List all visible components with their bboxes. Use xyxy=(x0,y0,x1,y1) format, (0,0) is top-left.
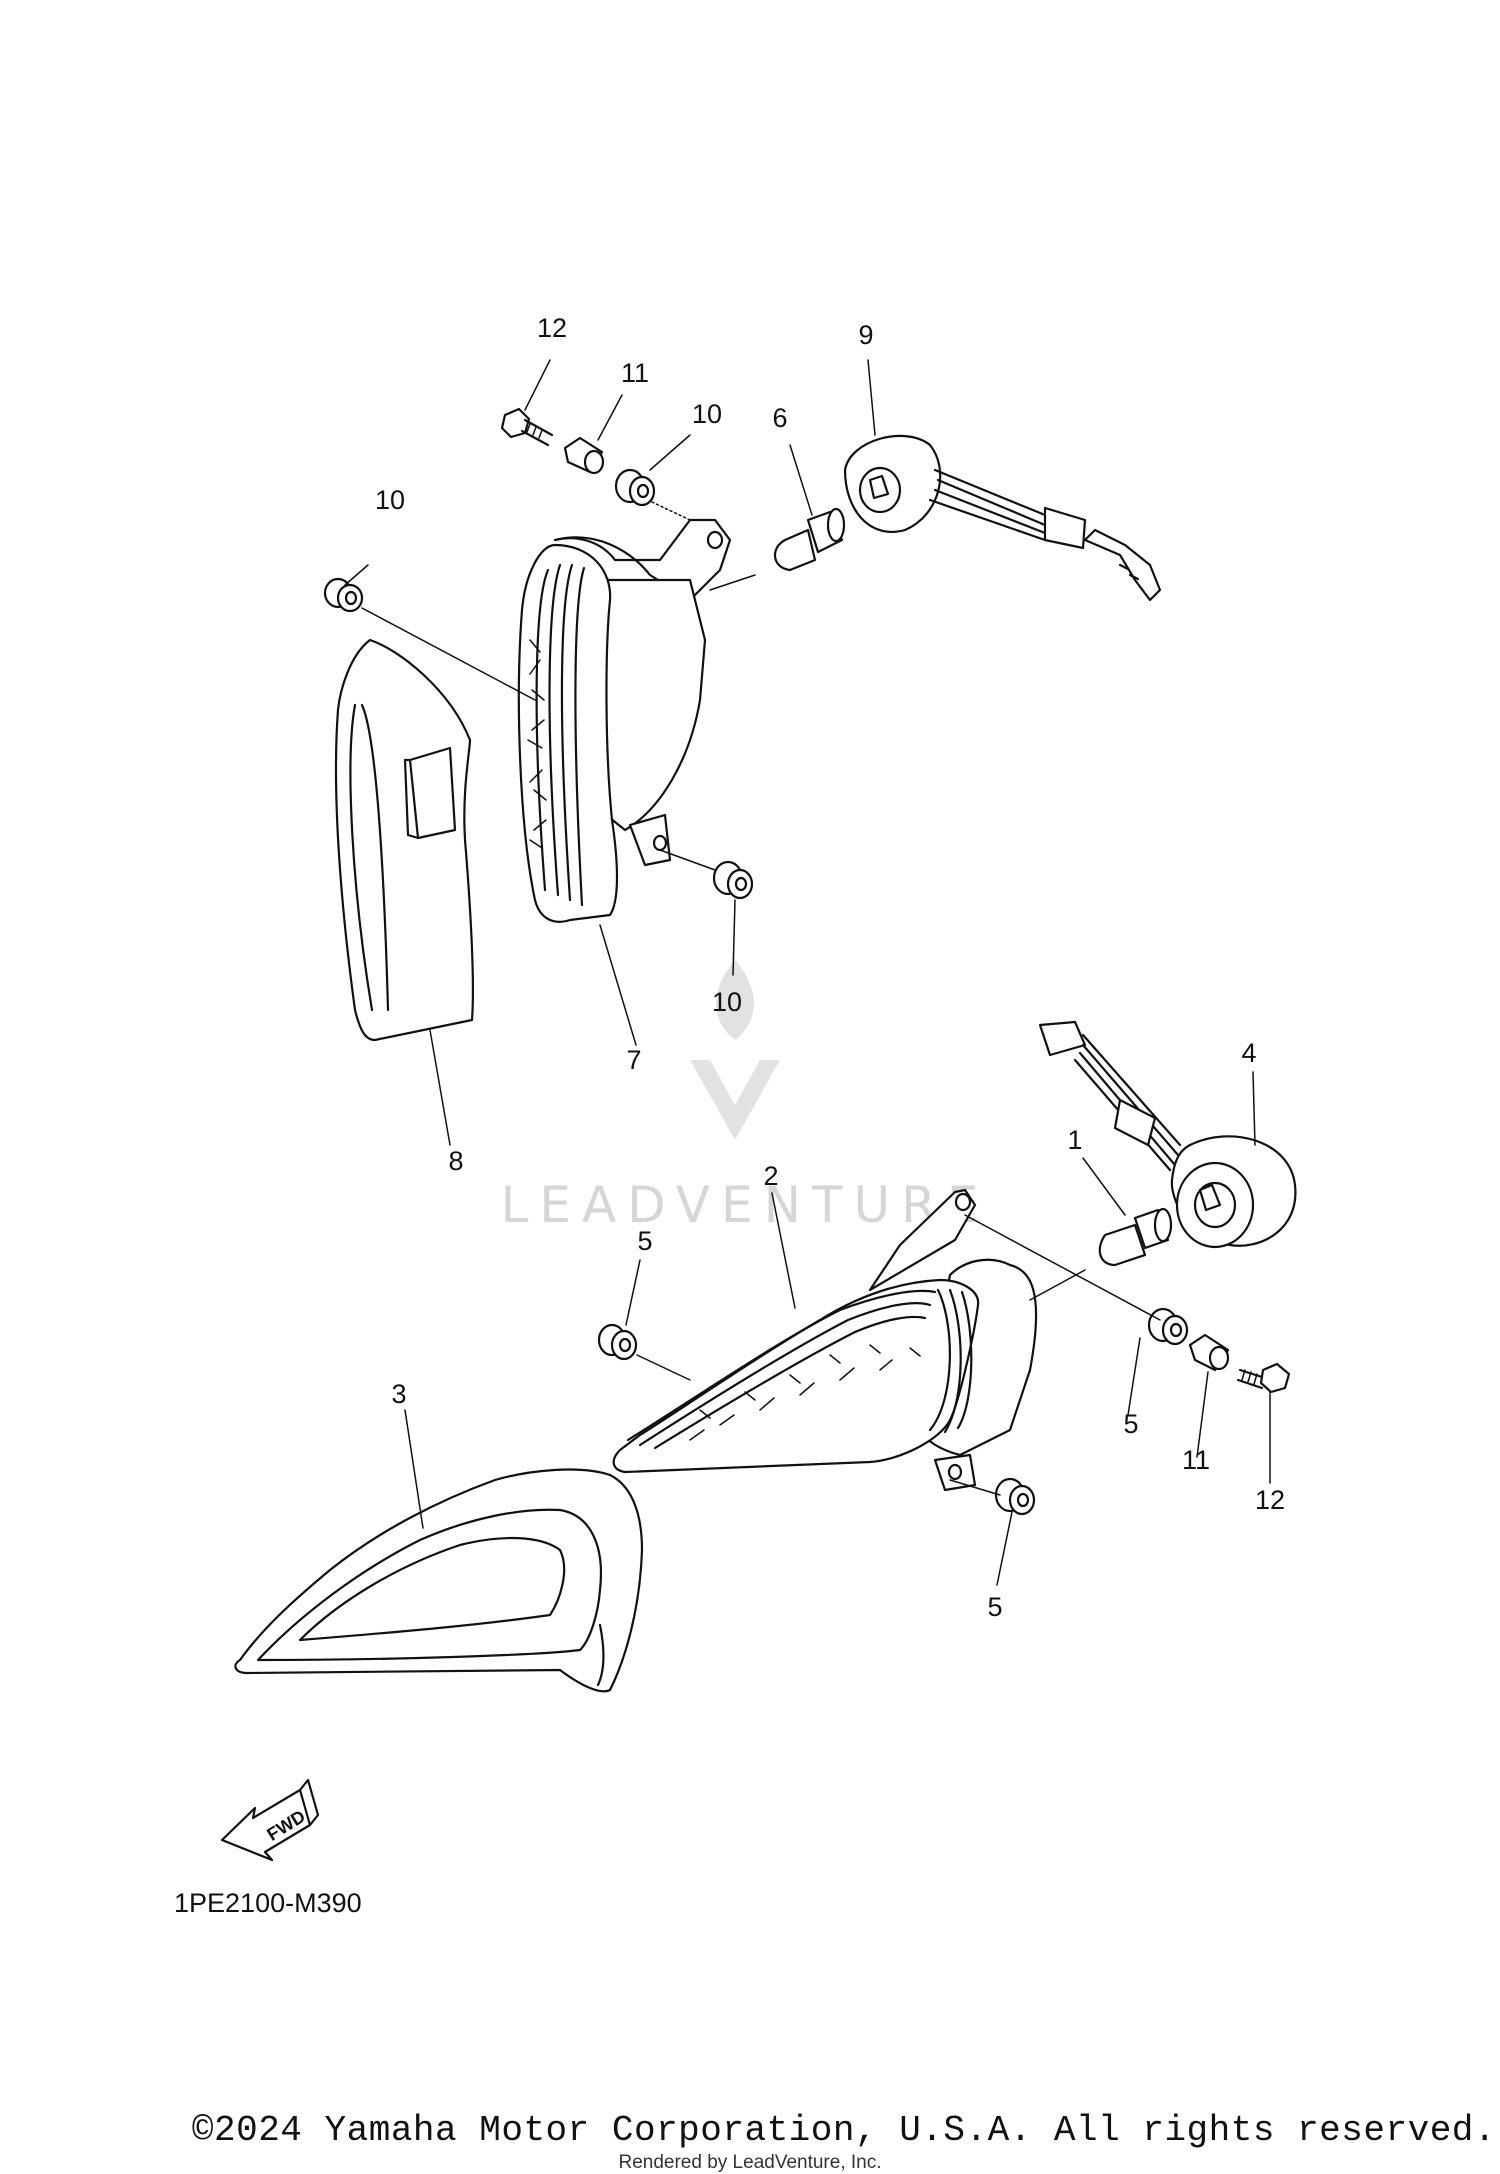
callout-9: 9 xyxy=(858,320,873,350)
callout-3: 3 xyxy=(391,1379,406,1409)
callout-5-right: 5 xyxy=(1123,1409,1138,1439)
callout-8: 8 xyxy=(448,1146,463,1176)
callout-12-top: 12 xyxy=(537,313,567,343)
rendered-by-credit: Rendered by LeadVenture, Inc. xyxy=(618,2152,882,2173)
socket-9 xyxy=(843,434,1162,602)
screw-12-top xyxy=(500,407,554,447)
lens-8 xyxy=(334,638,475,1042)
lower-assembly: 4 1 2 5 3 5 11 12 5 xyxy=(234,1020,1297,1693)
grommet-5-right xyxy=(1147,1307,1189,1346)
callout-12-lower: 12 xyxy=(1255,1485,1285,1515)
callout-11-lower: 11 xyxy=(1182,1445,1210,1475)
callout-6: 6 xyxy=(772,403,787,433)
copyright-notice: ©2024 Yamaha Motor Corporation, U.S.A. A… xyxy=(191,2110,1496,2151)
lamp-7 xyxy=(517,518,732,923)
bulb-1 xyxy=(1098,1207,1173,1267)
callout-4: 4 xyxy=(1241,1038,1256,1068)
callout-5-left: 5 xyxy=(637,1226,652,1256)
lower-leaders xyxy=(404,1071,1271,1586)
collar-11-lower xyxy=(1188,1333,1230,1372)
watermark: LEADVENTURE xyxy=(501,960,990,1234)
watermark-text: LEADVENTURE xyxy=(501,1176,990,1234)
callout-10-left: 10 xyxy=(375,485,405,515)
grommet-10-lower xyxy=(712,860,754,900)
screw-12-lower xyxy=(1236,1362,1291,1394)
upper-leaders xyxy=(344,359,876,1146)
callout-10-top: 10 xyxy=(692,399,722,429)
callout-2: 2 xyxy=(763,1161,778,1191)
socket-4 xyxy=(1038,1020,1297,1249)
grommet-5-left xyxy=(597,1323,638,1361)
bulb-6 xyxy=(774,507,846,572)
callout-10-lower: 10 xyxy=(712,987,742,1017)
grommet-10-top xyxy=(614,468,656,507)
grommet-10-left xyxy=(323,577,364,613)
drawing-code: 1PE2100-M390 xyxy=(174,1888,362,1918)
lens-3 xyxy=(234,1468,644,1693)
collar-11-top xyxy=(563,436,605,475)
callout-11-top: 11 xyxy=(621,358,649,388)
upper-assembly: 12 11 10 6 9 10 10 7 8 xyxy=(323,313,1162,1176)
lamp-2 xyxy=(612,1188,1038,1492)
fwd-arrow: FWD xyxy=(220,1778,320,1862)
callout-7: 7 xyxy=(626,1045,641,1075)
callout-5-bottom: 5 xyxy=(987,1592,1002,1622)
grommet-5-bottom xyxy=(994,1477,1036,1516)
callout-1: 1 xyxy=(1067,1125,1082,1155)
